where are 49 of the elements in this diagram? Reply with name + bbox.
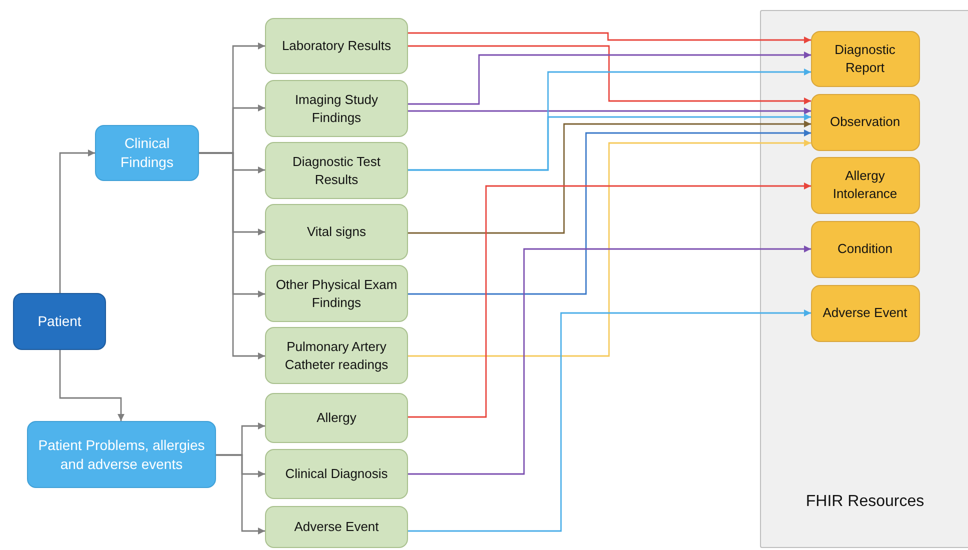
node-label: Pulmonary Artery Catheter readings: [284, 338, 390, 374]
arrow: [199, 152, 265, 360]
arrow: [408, 140, 811, 357]
node-label: Patient: [38, 312, 82, 331]
arrow: [408, 130, 811, 295]
resource-box: [810, 94, 920, 150]
category-box: [95, 125, 199, 181]
node-label: Allergy Intolerance: [832, 167, 898, 203]
resources-panel: [760, 10, 968, 548]
node-label: Laboratory Results: [282, 37, 392, 55]
node-label: Clinical Diagnosis: [285, 465, 388, 483]
node-label: Diagnostic Report: [834, 40, 896, 76]
data-box: [265, 327, 408, 384]
node-label: Adverse Event: [294, 518, 379, 536]
node-label: Allergy: [316, 409, 356, 427]
data-box: [265, 393, 408, 443]
arrow: [216, 454, 265, 534]
node-label: Diagnostic Test Results: [292, 152, 382, 188]
data-box: [265, 204, 408, 260]
arrow: [408, 246, 811, 475]
arrow: [408, 182, 811, 418]
arrow: [59, 150, 95, 293]
arrow: [408, 120, 811, 234]
data-box: [265, 18, 408, 74]
patient-box: [13, 293, 106, 350]
data-box: [265, 506, 408, 548]
data-box: [265, 80, 408, 137]
arrow: [408, 114, 811, 171]
node-label: Clinical Findings: [120, 134, 174, 172]
data-box: [265, 449, 408, 499]
arrow: [408, 310, 811, 532]
node-label: Condition: [838, 240, 892, 258]
node-label: Imaging Study Findings: [294, 90, 380, 126]
category-box: [27, 421, 216, 488]
resource-box: [810, 30, 920, 86]
node-label: Observation: [830, 113, 900, 131]
resource-box: [810, 284, 920, 342]
resource-box: [810, 220, 920, 278]
arrow: [408, 108, 811, 114]
data-box: [265, 142, 408, 199]
arrow: [408, 32, 811, 44]
resource-box: [810, 156, 920, 214]
arrow: [59, 350, 124, 421]
data-box: [265, 265, 408, 322]
node-label: Other Physical Exam Findings: [274, 276, 398, 312]
node-label: FHIR Resources: [806, 492, 924, 512]
node-label: Adverse Event: [822, 304, 908, 322]
node-label: Patient Problems, allergies and adverse events: [37, 436, 206, 474]
node-label: Vital signs: [306, 223, 366, 241]
